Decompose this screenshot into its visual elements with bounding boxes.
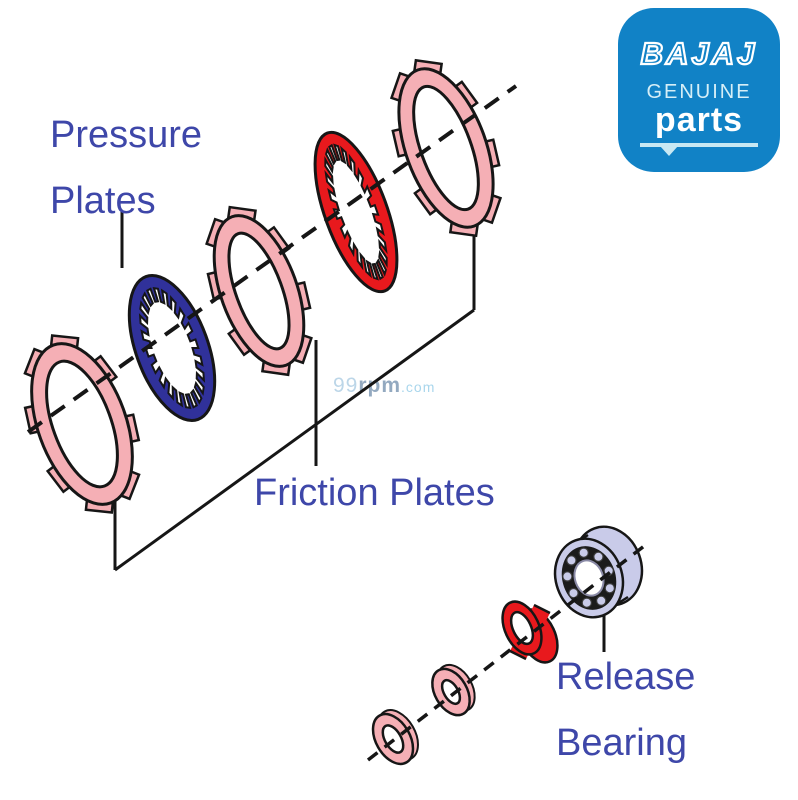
pointer-line bbox=[114, 308, 475, 572]
watermark: 99rpm.com bbox=[333, 374, 435, 398]
pressure-plate-3 bbox=[389, 58, 503, 238]
bajaj-logo-genuine: GENUINE bbox=[646, 81, 752, 103]
bajaj-logo-parts: parts bbox=[654, 101, 744, 139]
main-shaft-axis bbox=[26, 84, 518, 434]
release-collar bbox=[501, 600, 559, 664]
pressure-plate-2 bbox=[205, 205, 313, 377]
pressure-plates-label-line1: Pressure bbox=[50, 114, 203, 156]
release-bearing-label-line1: Release bbox=[556, 656, 696, 698]
watermark-99: 99 bbox=[333, 374, 359, 397]
bajaj-logo-underline bbox=[640, 143, 758, 156]
down-arrow-icon bbox=[660, 146, 678, 156]
release-bearing bbox=[553, 525, 644, 619]
release-bearing-label: Release Bearing bbox=[556, 644, 695, 776]
watermark-com: .com bbox=[401, 379, 436, 395]
bajaj-logo-brand: BAJAJ bbox=[640, 35, 758, 72]
watermark-rpm: rpm bbox=[358, 374, 402, 397]
bajaj-logo: BAJAJ GENUINE parts bbox=[618, 8, 780, 172]
pressure-plates-label: Pressure Plates bbox=[50, 102, 202, 234]
washer-large bbox=[431, 663, 476, 717]
friction-plate-blue bbox=[127, 274, 217, 422]
friction-plates-label: Friction Plates bbox=[254, 472, 495, 514]
pressure-plate-1 bbox=[23, 334, 141, 514]
washer-small bbox=[371, 709, 419, 766]
friction-plate-red bbox=[313, 130, 399, 294]
pressure-plates-label-line2: Plates bbox=[50, 180, 156, 222]
release-bearing-label-line2: Bearing bbox=[556, 722, 687, 764]
bearing-shaft-axis bbox=[366, 541, 650, 762]
